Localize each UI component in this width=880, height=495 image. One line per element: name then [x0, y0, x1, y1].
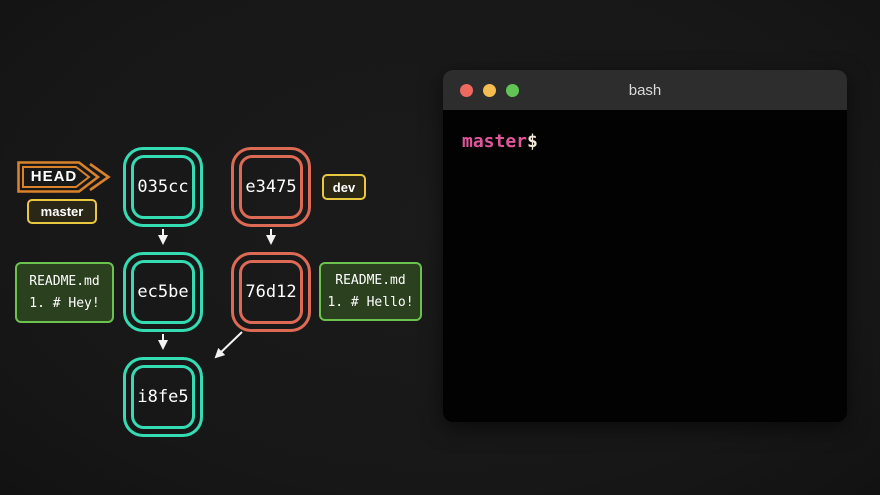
file-line: 1. # Hello!	[327, 295, 414, 310]
terminal-titlebar[interactable]: bash	[443, 70, 847, 110]
commit-node-035cc[interactable]: 035cc	[123, 147, 203, 227]
commit-inner-ring	[239, 260, 303, 324]
head-label: HEAD	[30, 168, 78, 185]
close-button[interactable]	[460, 83, 473, 97]
head-tag[interactable]: HEAD	[17, 161, 111, 193]
file-line: 1. # Hey!	[29, 296, 100, 312]
commit-id: e3475	[245, 177, 297, 197]
file-name: README.md	[29, 273, 100, 289]
commit-inner-ring	[239, 155, 303, 219]
commit-id: ec5be	[137, 282, 189, 302]
commit-id: i8fe5	[137, 387, 189, 407]
maximize-button[interactable]	[506, 83, 519, 97]
branch-name: dev	[332, 179, 356, 195]
commit-node-i8fe5[interactable]: i8fe5	[123, 357, 203, 437]
branch-name: master	[40, 204, 84, 219]
commit-edges	[158, 229, 276, 359]
commit-node-e3475[interactable]: e3475	[231, 147, 311, 227]
file-card-readme-hello: README.md 1. # Hello!	[319, 262, 422, 321]
branch-label-dev[interactable]: dev	[322, 174, 366, 200]
prompt-symbol: $	[527, 131, 538, 152]
commit-inner-ring	[131, 365, 195, 429]
commit-node-ec5be[interactable]: ec5be	[123, 252, 203, 332]
terminal-title: bash	[628, 81, 662, 99]
edge-76d12-i8fe5	[214, 331, 243, 359]
file-name: README.md	[335, 273, 406, 288]
file-card-readme-hey: README.md 1. # Hey!	[15, 262, 114, 323]
window-controls	[460, 70, 519, 110]
minimize-button[interactable]	[483, 83, 496, 97]
commit-id: 035cc	[137, 177, 189, 197]
commit-id: 76d12	[245, 282, 297, 302]
branch-label-master[interactable]: master	[27, 199, 97, 224]
head-arrow-icon	[17, 161, 111, 193]
commit-node-76d12[interactable]: 76d12	[231, 252, 311, 332]
commit-inner-ring	[131, 260, 195, 324]
terminal-body[interactable]: master$	[443, 110, 847, 422]
commit-inner-ring	[131, 155, 195, 219]
terminal-window: bash master$	[443, 70, 847, 422]
prompt-branch: master	[462, 131, 528, 152]
